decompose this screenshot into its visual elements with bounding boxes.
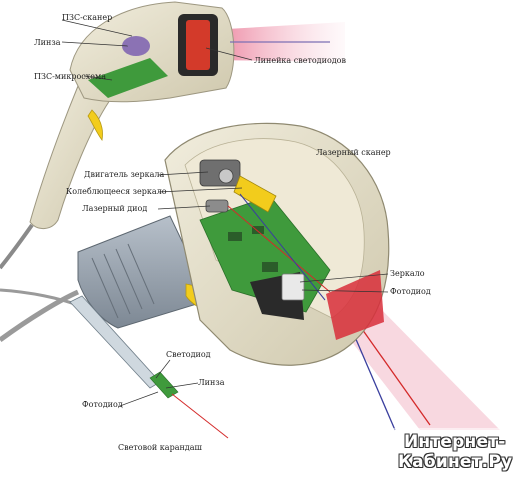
handle-ribs [91, 243, 155, 319]
internal-beam-red [227, 205, 331, 293]
label-mirror: Зеркало [390, 269, 425, 278]
internal-beam-blue [239, 193, 326, 301]
label-ccd-scanner: ПЗС-сканер [62, 13, 113, 22]
pen-tip [149, 371, 179, 399]
ccd-scanner-device [0, 1, 345, 270]
label-mirror-motor: Двигатель зеркала [84, 170, 165, 179]
laser-cable [0, 289, 80, 343]
label-lens-top: Линза [34, 38, 61, 47]
motor-rotor [218, 168, 234, 184]
pen-beam [171, 393, 229, 439]
label-laser-diode: Лазерный диод [82, 204, 148, 213]
label-oscillating-mirror: Колеблющееся зеркало [66, 187, 167, 196]
laser-beam-fan [335, 300, 500, 430]
label-photodiode-pen: Фотодиод [82, 400, 123, 409]
watermark-backdrop [390, 428, 529, 480]
ccd-lens [122, 36, 150, 56]
oscillating-mirror-plate [233, 175, 277, 213]
watermark-line-2: Кабинет.Ру [398, 452, 513, 472]
label-led-line: Линейка светодиодов [254, 56, 346, 65]
label-lens-pen: Линза [198, 378, 225, 387]
leader-lines [61, 19, 389, 407]
ccd-handle [29, 85, 111, 229]
label-laser-scanner: Лазерный сканер [316, 148, 391, 157]
laser-front-window [326, 270, 384, 340]
light-pen-device [0, 288, 229, 439]
ccd-cable [0, 223, 34, 270]
watermark-line-1: Интернет- [404, 432, 506, 452]
label-photodiode-right: Фотодиод [390, 287, 431, 296]
ccd-circuit-board [88, 58, 168, 98]
photodiode-part [281, 273, 305, 301]
ccd-led-strip [186, 20, 210, 70]
label-led-pen: Светодиод [166, 350, 211, 359]
ccd-trigger [87, 109, 103, 141]
label-ccd-chip: ПЗС-микросхема [34, 72, 106, 81]
label-light-pen: Световой карандаш [118, 443, 202, 452]
laser-scanner-device [0, 122, 500, 431]
